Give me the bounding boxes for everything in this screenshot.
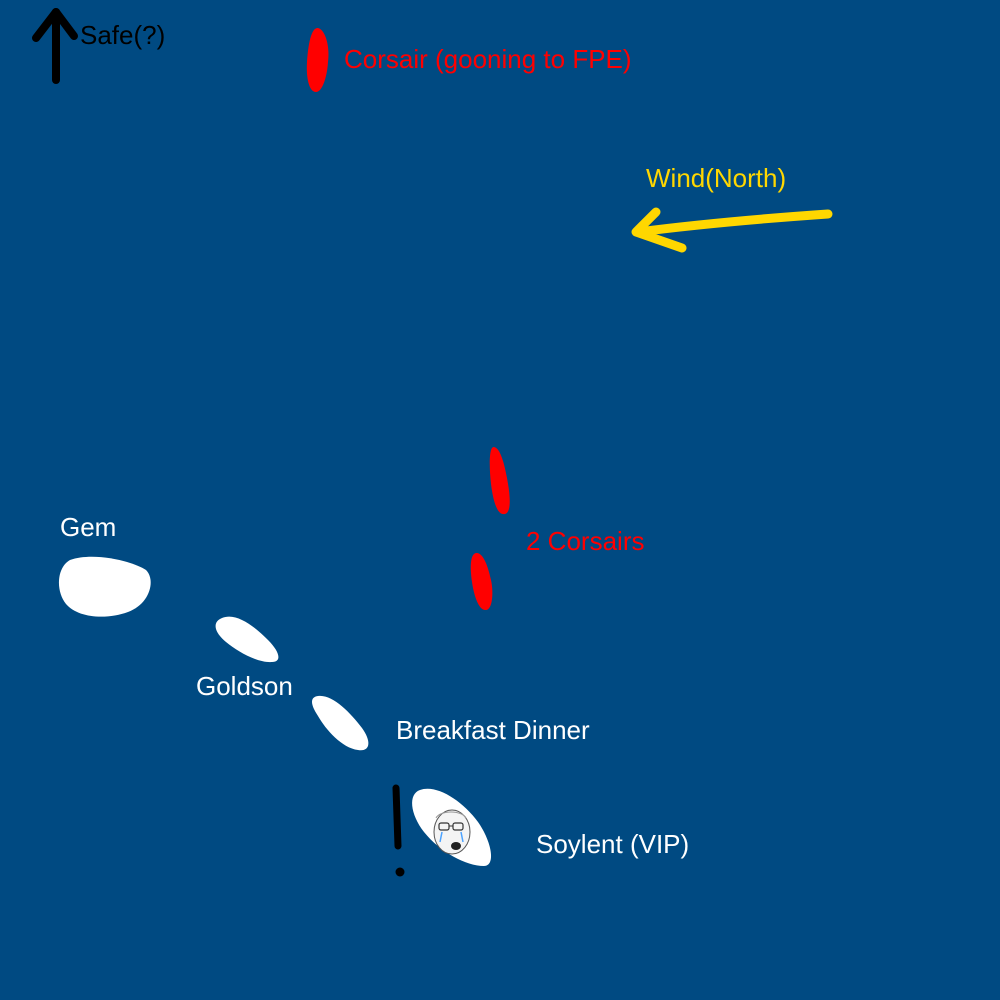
soylent-label: Soylent (VIP) — [536, 829, 690, 859]
crying-face-icon — [433, 809, 471, 855]
corsair-east-ship-2 — [470, 552, 493, 611]
gem-ship — [58, 556, 151, 617]
safe-arrow-icon — [32, 8, 78, 84]
safe-label: Safe(?) — [80, 20, 166, 50]
goldson-label: Goldson — [196, 671, 293, 701]
corsair-north-ship — [306, 27, 329, 93]
breakfast-dinner-ship — [312, 695, 369, 751]
corsair-east-ship-1 — [489, 446, 510, 515]
wind-arrow-icon — [631, 207, 833, 253]
exclamation-icon — [392, 784, 405, 877]
wind-label: Wind(North) — [646, 163, 787, 193]
gem-label: Gem — [60, 512, 117, 542]
corsair-north-label: Corsair (gooning to FPE) — [344, 44, 632, 74]
goldson-ship — [215, 616, 279, 663]
two-corsairs-label: 2 Corsairs — [526, 526, 645, 556]
breakfast-dinner-label: Breakfast Dinner — [396, 715, 590, 745]
